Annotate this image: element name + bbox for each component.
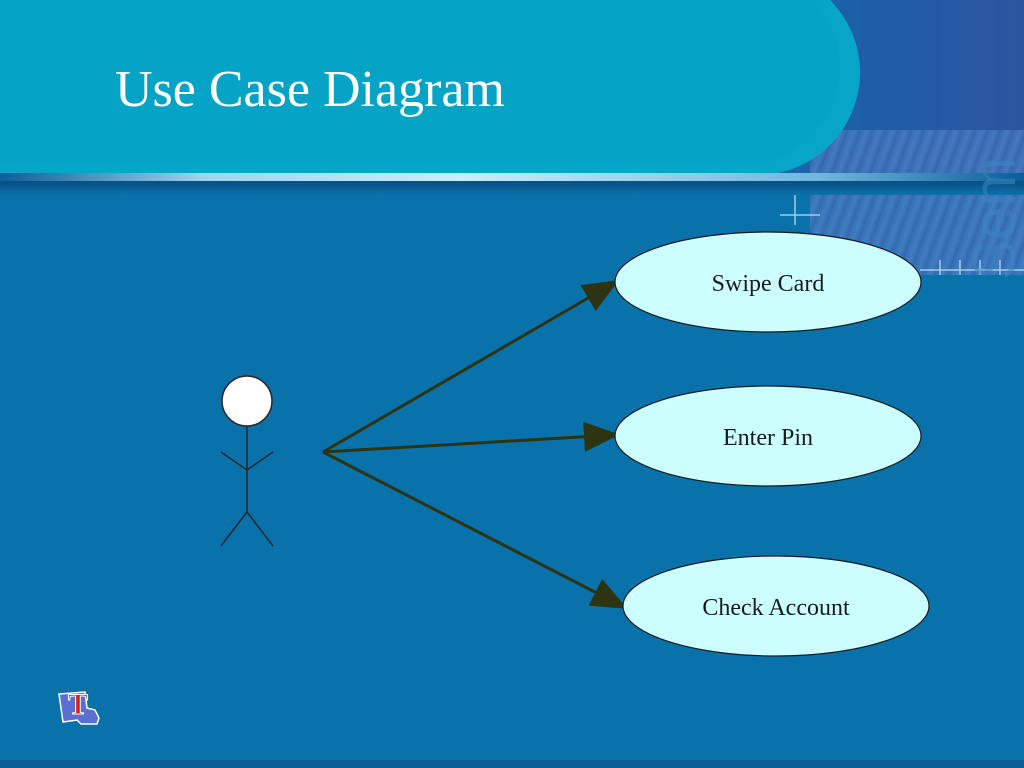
use-case-enter-pin: Enter Pin xyxy=(614,385,922,487)
use-case-label: Swipe Card xyxy=(712,271,825,297)
bottom-edge xyxy=(0,760,1024,768)
actor-right-arm xyxy=(246,451,274,471)
use-case-ellipse xyxy=(622,555,930,657)
use-case-label: Enter Pin xyxy=(723,425,813,451)
university-logo-icon: T xyxy=(58,688,100,725)
association-arrow-check-account xyxy=(322,450,628,609)
use-case-check-account: Check Account xyxy=(622,555,930,657)
use-case-ellipse xyxy=(614,231,922,333)
logo-letter: T xyxy=(68,688,88,721)
header-band-inner xyxy=(0,0,840,165)
association-arrow-enter-pin xyxy=(322,421,620,454)
header-divider-shadow xyxy=(0,181,1024,195)
header-divider xyxy=(0,173,1024,181)
use-case-ellipse xyxy=(614,385,922,487)
slide-title: Use Case Diagram xyxy=(115,61,505,118)
use-case-label: Check Account xyxy=(702,595,850,621)
actor-left-leg xyxy=(220,511,248,547)
actor-head xyxy=(221,375,273,427)
actor-left-arm xyxy=(220,451,248,471)
actor-right-leg xyxy=(246,511,274,547)
use-case-swipe-card: Swipe Card xyxy=(614,231,922,333)
actor-stick-figure xyxy=(220,375,274,547)
association-arrow-swipe-card xyxy=(322,279,620,454)
